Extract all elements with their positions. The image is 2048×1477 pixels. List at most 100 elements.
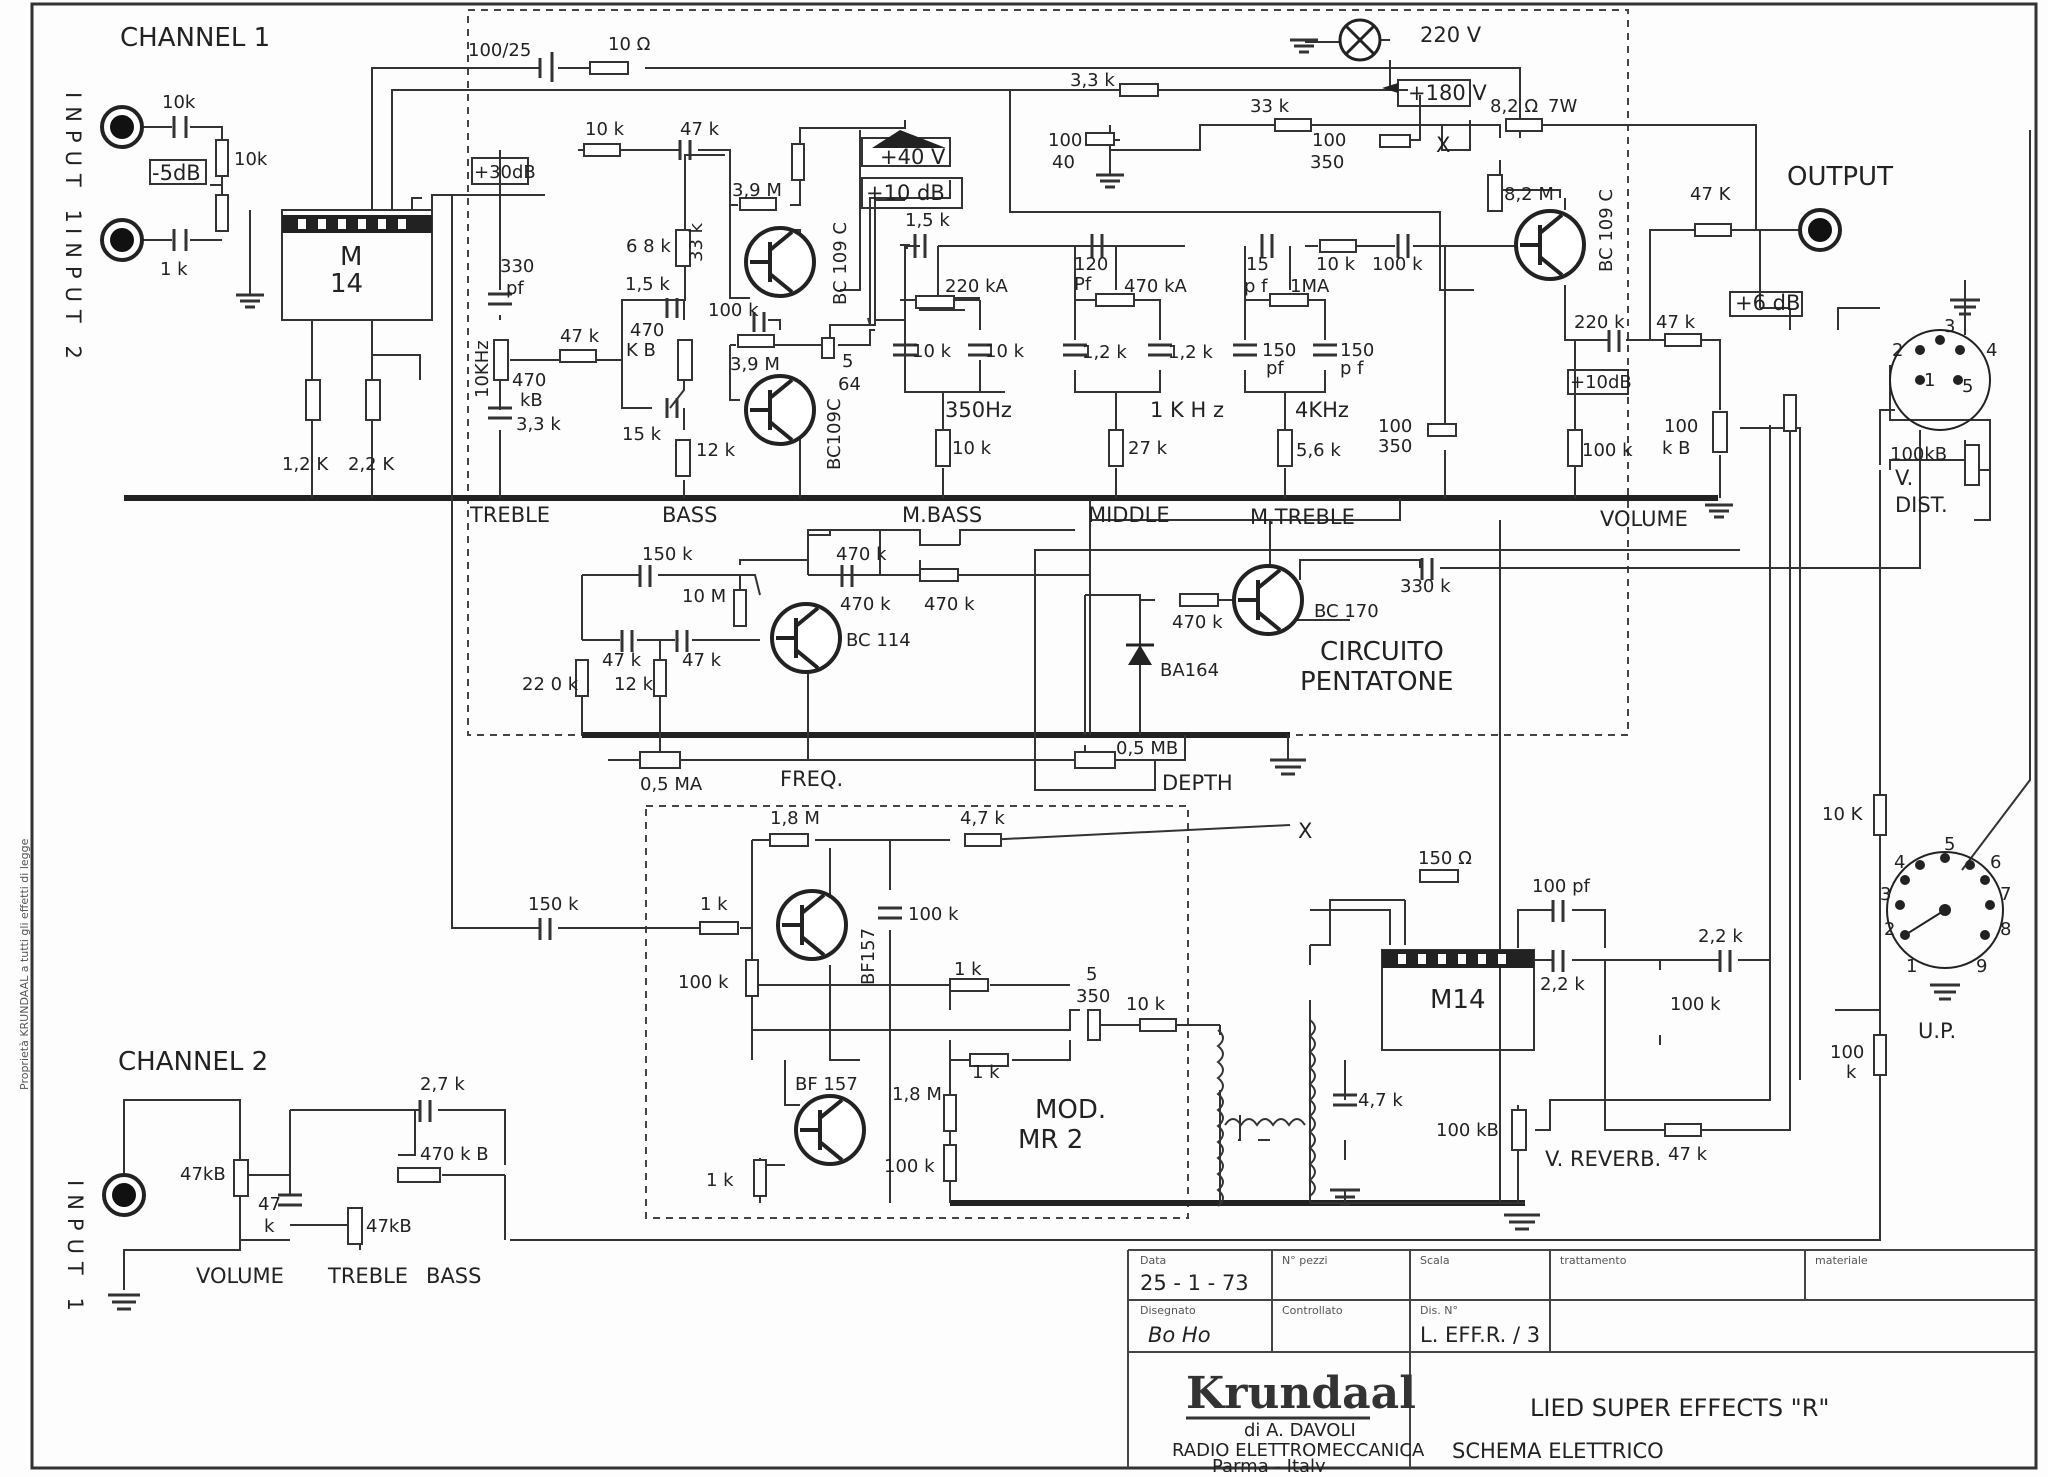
comp-c-22k-b: 2,2 k [1540,974,1585,995]
supply-flag [872,130,946,148]
comp-r-10k-fb: 10 k [585,119,625,140]
comp-r-56k: 5,6 k [1296,440,1341,461]
comp-r-82ohm: 8,2 Ω [1490,96,1538,117]
gain-minus5db-label: -5dB [152,161,201,185]
din-a-pin-4: 4 [1986,340,1997,361]
comp-c-5-64-a: 5 [842,351,853,372]
comp-c-15k-b: 15 k [622,424,662,445]
lamp-symbol [1338,18,1382,62]
up-label: U.P. [1918,1019,1956,1043]
control-v-dist-1: V. [1895,466,1913,490]
comp-r-39m: 3,9 M [732,180,782,201]
diode-symbol [1126,643,1154,665]
din-b-pin-1: 1 [1906,956,1917,977]
comp-c-5-64-b: 64 [838,374,861,395]
comp-c-47k-fb: 47 k [680,119,720,140]
comp-c-10k-a: 10 k [912,341,952,362]
din-a-pin-1: 1 [1924,370,1935,391]
comp-c-470k-p: 470 k [836,544,887,565]
comp-c-47k-p2: 47 k [682,650,722,671]
comp-c-100-350-mid-a: 100 [1378,416,1412,437]
comp-r-470k-p2: 470 k [924,594,975,615]
gain-10db-label: +10 dB [866,181,945,205]
din-b-pin-6: 6 [1990,852,2001,873]
tb-header-disegnato: Disegnato [1140,1304,1196,1317]
comp-r-1k-mod4: 1 k [706,1170,734,1191]
ch2-input-vertical: INPUT 1 [63,1180,87,1319]
freq-10k-label: 10KHz [472,340,493,398]
comp-ch2-c-27k: 2,7 k [420,1074,465,1095]
comp-c-100k-mod: 100 k [908,904,959,925]
comp-c-120pf-a: 120 [1074,254,1108,275]
comp-r-10k-in: 10k [234,149,268,170]
freq-1k-label: 1 K H z [1150,398,1224,422]
mr2-module-region [645,805,1189,1219]
comp-r-100k-up-a: 100 [1830,1042,1864,1063]
control-v-dist-2: DIST. [1895,493,1948,517]
din-a-pin-5: 5 [1962,376,1973,397]
comp-c-100-350-top-b: 350 [1310,152,1344,173]
din-b-pin-3: 3 [1880,884,1891,905]
comp-c-330pf-a: 330 [500,256,534,277]
comp-r-1k-mod3: 1 k [972,1062,1000,1083]
gain-10db-b-label: +10dB [1570,372,1632,393]
dashed-regions [467,9,1629,1219]
transistor-label-q7: BF 157 [795,1074,858,1095]
comp-c-150k-mod: 150 k [528,894,579,915]
tb-header-dis-n: Dis. N° [1420,1304,1458,1317]
tb-drawn-by: Bo Ho [1148,1323,1211,1347]
tb-drawing-no: L. EFF.R. / 3 [1420,1323,1540,1347]
comp-r-470k-bc170: 470 k [1172,612,1223,633]
comp-c-15k-mb: 1,5 k [905,210,950,231]
tb-product: LIED SUPER EFFECTS "R" [1530,1394,1829,1422]
comp-c-100-40-a: 100 [1048,130,1082,151]
comp-p-1ma: 1MA [1290,276,1330,297]
comp-r-12k-p: 12 k [614,674,654,695]
control-treble: TREBLE [469,503,550,527]
din-b-pin-2: 2 [1884,919,1895,940]
ic-bodies [282,215,1534,968]
comp-p-470kb-a: 470 [512,370,546,391]
comp-c-15pf-a: 15 [1246,254,1269,275]
comp-r-12k: 1,2 K [282,454,329,475]
potentiometers [233,293,1980,1245]
sheet-border [30,2,2038,1470]
comp-c-5-350-a: 5 [1086,964,1097,985]
ground-symbols [108,38,1980,1311]
comp-c-100pf: 100 pf [1532,876,1591,897]
comp-c-100k-mt: 100 k [1372,254,1423,275]
module-label-2: MR 2 [1018,1125,1083,1155]
comp-r-33k-b: 33 k [1250,96,1290,117]
comp-r-100k-mod: 100 k [678,972,729,993]
comp-r-10ohm: 10 Ω [608,34,651,55]
supply-40-label: +40 V [880,145,946,169]
input1-vertical: INPUT 1 [61,92,85,231]
comp-p-470ka: 470 kA [1124,276,1188,297]
din-sockets [1886,329,2004,969]
comp-c-150pf-b-1: 150 [1340,340,1374,361]
comp-ch2-p-47kb: 47kB [180,1164,226,1185]
control-mtreble: M.TREBLE [1250,505,1355,529]
mixer-ic-label-m: M [340,242,362,272]
comp-r-47k-out: 47 K [1690,184,1732,205]
tb-header-controllato: Controllato [1282,1304,1343,1317]
comp-r-10k-up: 10 K [1822,804,1864,825]
comp-c-47k-rev: 4,7 k [1358,1090,1403,1111]
reverb-ic-label: M14 [1430,985,1486,1015]
tb-maker-3: Parma - Italy [1212,1456,1326,1472]
module-label-1: MOD. [1035,1095,1106,1125]
freq-350-label: 350Hz [945,398,1012,422]
comp-r-10k-mt: 10 k [1316,254,1356,275]
din-b-pin-9: 9 [1976,956,1987,977]
tb-header-scala: Scala [1420,1254,1450,1267]
transistor-label-q5: BC 170 [1314,601,1379,622]
tb-doc-type: SCHEMA ELETTRICO [1452,1439,1664,1463]
comp-r-68k: 6 8 k [626,236,671,257]
channel2-label: CHANNEL 2 [118,1047,268,1077]
comp-r-100k-vol: 100 k [1582,440,1633,461]
channel1-label: CHANNEL 1 [120,23,270,53]
supply-arrow [1382,83,1398,93]
comp-ch2-p-47kb-b: 47kB [366,1216,412,1237]
control-v-reverb: V. REVERB. [1545,1147,1661,1171]
